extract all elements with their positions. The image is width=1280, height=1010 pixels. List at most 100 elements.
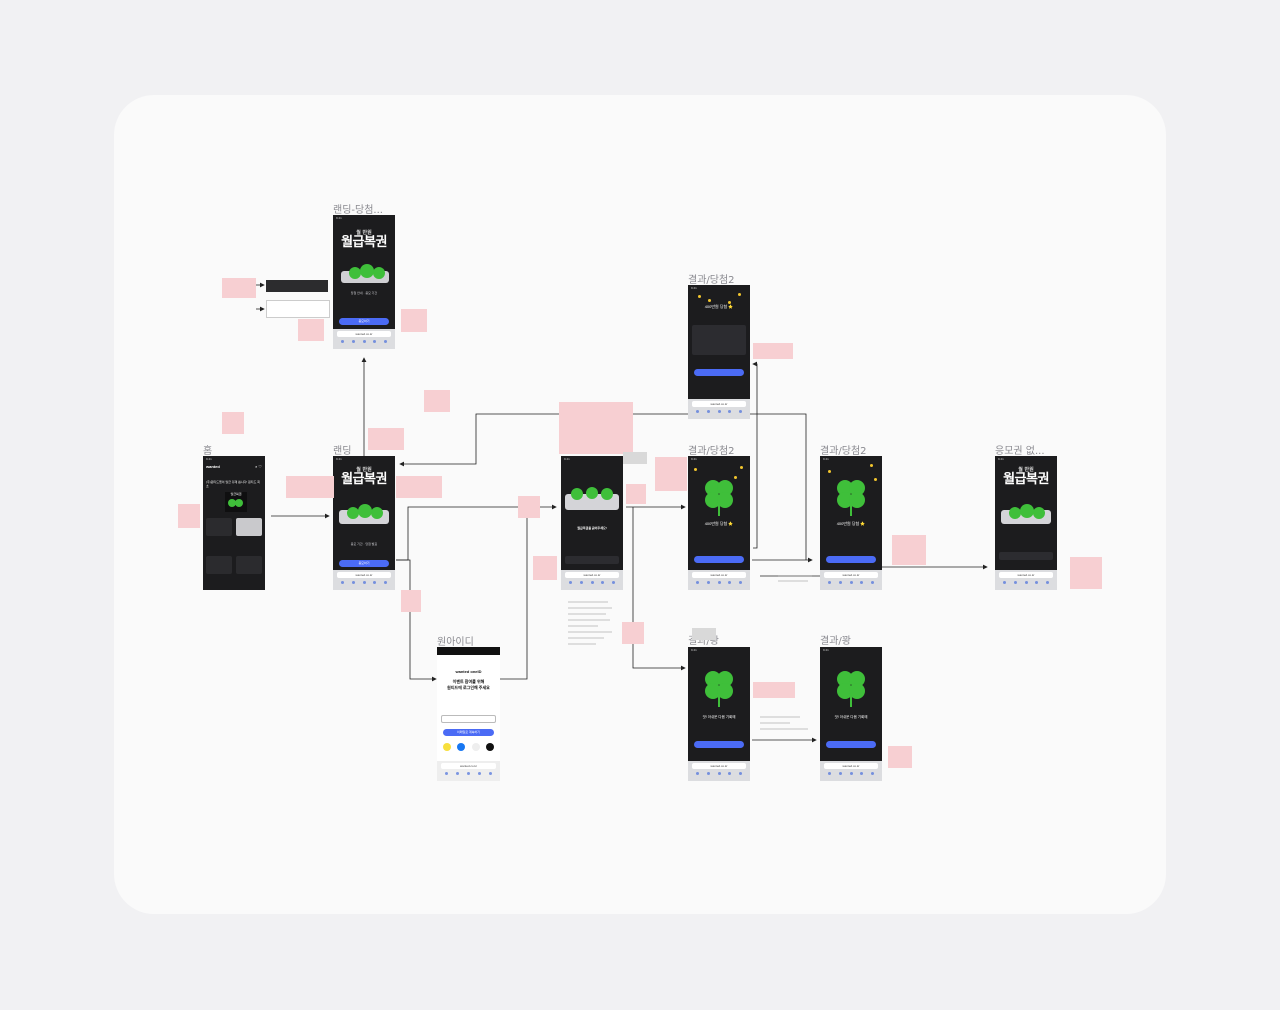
phone-oneid[interactable]: wanted oneID 이벤트 참여를 위해 원티드에 로그인해 주세요 이메… <box>437 647 500 781</box>
connector-result-top <box>752 361 758 549</box>
cta-button[interactable] <box>826 556 876 563</box>
home-card[interactable] <box>206 556 232 574</box>
sticky-note <box>888 746 912 768</box>
clover-icon <box>1001 504 1051 524</box>
connector-oneid-scratch <box>500 507 528 680</box>
phone-lose2[interactable]: 9:41 앗! 아쉬운 다음 기회에 wanted.co.kr <box>820 647 882 781</box>
email-field[interactable] <box>441 715 496 723</box>
lose-message: 앗! 아쉬운 다음 기회에 <box>834 715 868 719</box>
sticky-note <box>533 556 557 580</box>
frame-title-result-top: 결과/당첨2 <box>688 275 735 286</box>
snippet-header <box>266 280 328 292</box>
cta-button[interactable] <box>694 741 744 748</box>
sticky-note <box>1070 557 1102 589</box>
sticky-note <box>222 278 256 298</box>
sticky-note <box>368 428 404 450</box>
browser-bar: wanted.co.kr <box>688 761 750 781</box>
frame-title-result-mid: 결과/당첨2 <box>688 446 735 457</box>
home-banner[interactable]: 월급복권 <box>225 492 247 512</box>
landing-hero: 월급복권 <box>1003 472 1049 488</box>
clover-icon <box>705 480 733 516</box>
search-icon[interactable]: ⌕ ♡ <box>255 464 262 469</box>
sticky-note <box>178 504 200 528</box>
annotation-text <box>760 714 812 734</box>
kakao-icon[interactable] <box>443 743 451 751</box>
sticky-note <box>396 476 442 498</box>
cta-button[interactable]: 응모하기 <box>339 318 389 325</box>
cta-button[interactable] <box>694 369 744 376</box>
landing-hero: 월급복권 <box>341 235 387 251</box>
win-title: 400만원 당첨 ⭐ <box>704 304 734 309</box>
coupon-info <box>999 552 1053 560</box>
browser-bar: wanted.co.kr <box>688 570 750 590</box>
connector-landing-oneid <box>396 559 437 682</box>
clover-icon <box>705 671 733 707</box>
snippet-browser <box>266 300 330 318</box>
browser-bar: wanted.co.kr <box>437 761 500 781</box>
frame-title-landing-top: 랜딩-당첨... <box>333 205 383 216</box>
home-card[interactable] <box>236 518 262 536</box>
win-title: 400만원 당첨 ⭐ <box>704 521 734 526</box>
cta-button[interactable]: 응모하기 <box>339 560 389 567</box>
browser-bar: wanted.co.kr <box>995 570 1057 590</box>
sticky-note <box>401 590 421 612</box>
clover-icon <box>341 264 389 283</box>
phone-result-mid[interactable]: 9:41 400만원 당첨 ⭐ wanted.co.kr <box>688 456 750 590</box>
scratch-info <box>565 556 619 564</box>
browser-bar: wanted.co.kr <box>820 761 882 781</box>
cta-button[interactable] <box>826 741 876 748</box>
login-button[interactable]: 이메일로 계속하기 <box>443 729 494 736</box>
connector-result-back <box>399 413 807 560</box>
home-card[interactable] <box>236 556 262 574</box>
browser-bar: wanted.co.kr <box>820 570 882 590</box>
home-card[interactable] <box>206 518 232 536</box>
sticky-note <box>559 402 633 454</box>
browser-bar: wanted.co.kr <box>688 399 750 419</box>
home-brand: wanted <box>206 464 220 469</box>
frame-title-lose2: 결과/꽝 <box>820 636 851 647</box>
sticky-note <box>222 412 244 434</box>
win-info-box <box>692 325 746 355</box>
sticky-note <box>626 484 646 504</box>
sticky-note <box>753 343 793 359</box>
annotation-text <box>778 570 814 582</box>
sticky-note <box>424 390 450 412</box>
lose-message: 앗! 아쉬운 다음 기회에 <box>702 715 736 719</box>
phone-result-top[interactable]: 9:41 400만원 당첨 ⭐ wanted.co.kr <box>688 285 750 419</box>
phone-result-mid2[interactable]: 9:41 400만원 당첨 ⭐ wanted.co.kr <box>820 456 882 590</box>
sticky-note <box>622 622 644 644</box>
frame-title-oneid: 원아이디 <box>437 637 474 648</box>
frame-title-lose1: 결과/꽝 <box>688 636 719 647</box>
phone-scratch[interactable]: 9:41 월급복권을 긁어주세요! wanted.co.kr <box>561 456 623 590</box>
oneid-brand: wanted oneID <box>455 669 482 674</box>
connector-scratch-lose <box>632 507 686 671</box>
apple-icon[interactable] <box>485 743 494 751</box>
canvas-board <box>114 95 1166 914</box>
sticky-note <box>655 457 687 491</box>
sticky-note <box>892 535 926 565</box>
sticky-note <box>753 682 795 698</box>
scratch-message: 월급복권을 긁어주세요! <box>577 526 607 530</box>
sticky-note <box>518 496 540 518</box>
browser-bar: wanted.co.kr <box>561 570 623 590</box>
landing-kicker: 월 만원 <box>356 467 372 473</box>
landing-kicker: 월 만원 <box>356 230 372 236</box>
frame-title-result-mid2: 결과/당첨2 <box>820 446 867 457</box>
google-icon[interactable] <box>471 743 480 751</box>
clover-icon <box>228 499 243 507</box>
sticky-note <box>298 319 324 341</box>
home-headline: (주)원티드랩이 월급 횡재 쏩니다! 원티드 최초 <box>206 480 260 488</box>
sticky-note <box>286 476 334 498</box>
scratch-card[interactable] <box>565 482 619 512</box>
frame-title-coupon: 응모권 없... <box>995 446 1045 457</box>
phone-home[interactable]: 9:41 wanted ⌕ ♡ (주)원티드랩이 월급 횡재 쏩니다! 원티드 … <box>203 456 265 590</box>
cta-button[interactable] <box>694 556 744 563</box>
annotation-text <box>568 598 618 648</box>
phone-lose1[interactable]: 9:41 앗! 아쉬운 다음 기회에 wanted.co.kr <box>688 647 750 781</box>
facebook-icon[interactable] <box>457 743 466 751</box>
clover-icon <box>837 671 865 707</box>
